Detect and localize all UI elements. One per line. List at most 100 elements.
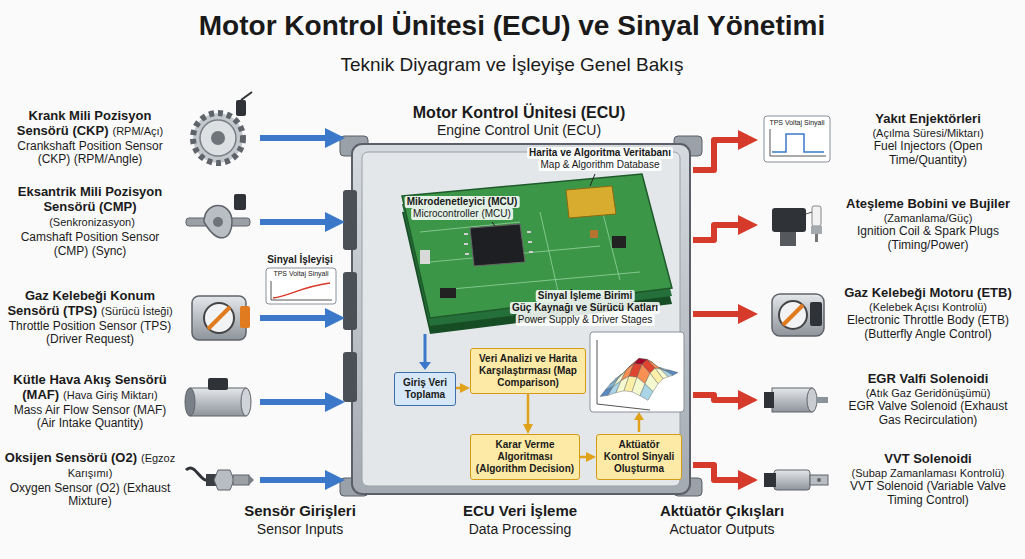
input-arrow (260, 477, 329, 483)
function-note: (Hava Giriş Miktarı) (63, 389, 158, 401)
process-text: Veri Analizi ve Harita Karşılaştırması (… (474, 353, 582, 389)
text-column: Oksijen Sensörü (O2)(Egzoz Karışımı)Oxyg… (4, 451, 176, 509)
subtitle: Teknik Diyagram ve İşleyişe Genel Bakış (340, 54, 683, 76)
inset-title: Sinyal İşleyişi (267, 254, 333, 266)
ignition-coil-icon (772, 208, 806, 232)
map-surface-chart (590, 332, 684, 412)
english-name: VVT Solenoid (Variable Valve Timing Cont… (838, 480, 1018, 508)
vvt-solenoid-icon (764, 473, 776, 487)
english-name: Electronic Throttle Body (ETB) (Butterfl… (838, 314, 1018, 342)
english-name: Fuel Injectors (Open Time/Quantity) (838, 140, 1018, 168)
actuator-label: EGR Valfi Solenoidi(Atık Gaz Geridönüşüm… (758, 372, 1020, 428)
process-box: Giriş Veri Toplama (394, 372, 456, 406)
part-label: Harita ve Algoritma Veritabanı (527, 147, 673, 159)
mass-air-flow-icon (185, 388, 195, 416)
flow-arrow (527, 394, 530, 426)
camshaft-sensor-icon (213, 217, 223, 227)
ignition-coil-icon (815, 234, 818, 242)
function-note: (Atık Gaz Geridönüşümü) (838, 387, 1018, 400)
ecu-housing (343, 190, 357, 250)
internal-flow-arrows (419, 362, 431, 370)
process-text: Aktüatör Kontrol Sinyali Oluşturma (600, 439, 678, 475)
process-text: Karar Verme Algoritması (Algorithm Decis… (474, 439, 576, 475)
actuator-label: Gaz Kelebeği Motoru (ETB)(Kelebek Açısı … (758, 286, 1020, 342)
circuit-board (402, 174, 672, 334)
text-column: Krank Mili Pozisyon Sensörü (CKP)(RPM/Aç… (4, 109, 176, 167)
section-label: Actuator Outputs (669, 521, 774, 537)
throttle-sensor-icon (204, 303, 234, 333)
component-name: Yakıt Enjektörleri (875, 111, 981, 126)
part-label: Güç Kaynağı ve Sürücü Katları (510, 302, 660, 314)
throttle-sensor-icon (192, 296, 250, 340)
ignition-coil-icon (806, 212, 812, 214)
section-label: Aktüatör Çıkışları (660, 502, 784, 519)
oxygen-sensor-icon (249, 475, 254, 485)
text-column: VVT Solenoidi(Subap Zamanlaması Kontrolü… (838, 452, 1018, 508)
english-name: Throttle Position Sensor (TPS) (Driver R… (4, 320, 176, 348)
english-name: Oxygen Sensor (O2) (Exhaust Mixture) (4, 482, 176, 510)
function-note: (Kelebek Açısı Kontrolü) (838, 301, 1018, 314)
text-column: Gaz Kelebeği Motoru (ETB)(Kelebek Açısı … (838, 286, 1018, 342)
internal-flow-arrows (638, 420, 641, 432)
internal-flow-arrows (634, 412, 644, 420)
vvt-solenoid-icon (764, 470, 828, 490)
circuit-board (402, 174, 672, 318)
circuit-board (590, 174, 595, 186)
tps-signal-inset (273, 283, 330, 298)
injector-signal-icon (764, 116, 830, 162)
egr-solenoid-icon (764, 392, 774, 408)
crankshaft-sensor-icon (211, 131, 225, 145)
output-arrow (693, 465, 742, 480)
ecu-housing (343, 352, 357, 402)
oxygen-sensor-icon (233, 475, 249, 485)
part-label: Microcontroller (MCU) (411, 208, 513, 220)
ignition-coil-icon (780, 232, 796, 246)
oxygen-sensor-icon (186, 468, 254, 490)
injector-signal-icon (770, 129, 826, 156)
process-text: Giriş Veri Toplama (398, 377, 452, 401)
oxygen-sensor-icon (186, 468, 206, 480)
circuit-board (566, 186, 616, 218)
text-column: Eksantrik Mili Pozisyon Sensörü (CMP)(Se… (4, 185, 176, 258)
crankshaft-sensor-icon (193, 92, 252, 163)
output-arrow (693, 311, 742, 317)
internal-flow-arrows (424, 334, 427, 362)
crankshaft-sensor-icon (193, 113, 243, 163)
throttle-body-icon (810, 302, 822, 326)
unit-title: Motor Kontrol Ünitesi (ECU) (345, 104, 693, 122)
function-note: (RPM/Açı) (113, 125, 164, 137)
chart-label: TPS Voltaj Sinyali (273, 270, 328, 278)
throttle-body-icon (783, 305, 803, 325)
camshaft-sensor-icon (234, 194, 246, 210)
circuit-board (464, 232, 533, 254)
input-arrow (260, 315, 329, 321)
flow-arrow (456, 387, 462, 390)
throttle-body-icon (779, 301, 807, 329)
chart-label: TPS Voltaj Sinyali (769, 119, 824, 127)
ecu-housing (343, 272, 357, 330)
connectors (260, 138, 742, 480)
english-name: EGR Valve Solenoid (Exhaust Gas Recircul… (838, 400, 1018, 428)
part-label: Mikrodenetleyici (MCU) (405, 196, 520, 208)
input-arrow (260, 399, 329, 405)
mass-air-flow-icon (190, 388, 246, 416)
ignition-coil-icon (812, 206, 821, 226)
text-column: Kütle Hava Akış Sensörü (MAF)(Hava Giriş… (4, 373, 176, 431)
camshaft-sensor-icon (186, 194, 250, 238)
part-label: Sinyal İşleme Birimi (536, 290, 635, 302)
circuit-board (612, 236, 626, 248)
function-note: (Senkronizasyon) (49, 216, 135, 228)
component-name: Gaz Kelebeği Motoru (ETB) (844, 285, 1012, 300)
input-arrow (260, 135, 329, 141)
ecu-housing (352, 144, 690, 494)
crankshaft-sensor-icon (236, 100, 246, 116)
crankshaft-sensor-icon (241, 92, 252, 100)
actuator-label: VVT Solenoidi(Subap Zamanlaması Kontrolü… (758, 452, 1020, 508)
ecu-housing (340, 136, 702, 496)
sensor-label: Krank Mili Pozisyon Sensörü (CKP)(RPM/Aç… (4, 109, 260, 167)
unit-heading: Motor Kontrol Ünitesi (ECU)Engine Contro… (345, 100, 693, 138)
map-surface-chart (597, 340, 650, 410)
